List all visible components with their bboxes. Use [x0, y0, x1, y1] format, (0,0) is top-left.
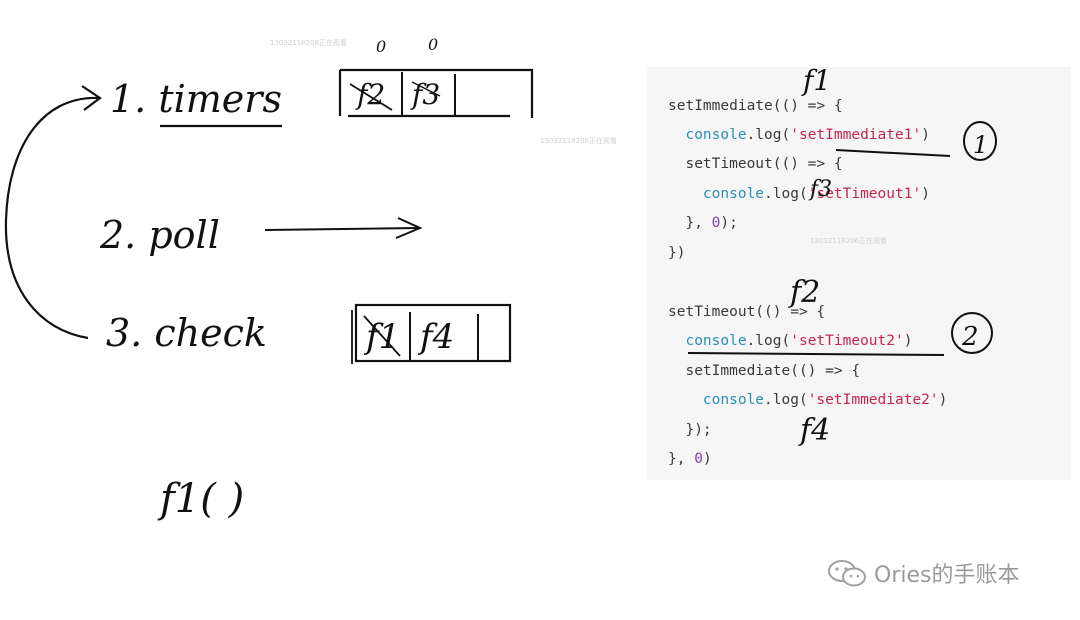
- code-token: console: [685, 333, 747, 349]
- annotation-f4: f4: [798, 413, 830, 448]
- strike-f2: [349, 83, 393, 111]
- timers-mark: 0: [428, 35, 438, 54]
- code-token: 'setImmediate2': [807, 392, 939, 408]
- phase-timers-label: 1. timers: [110, 77, 282, 121]
- code-token: ): [702, 451, 712, 467]
- check-queue-item: f4: [417, 317, 454, 357]
- code-token: 'setTimeout2': [790, 333, 904, 349]
- annotation-f2: f2: [788, 275, 820, 310]
- code-line: console.log('setImmediate2'): [668, 391, 947, 409]
- code-line: setTimeout(() => {: [668, 303, 825, 321]
- code-line: console.log('setImmediate1'): [668, 126, 930, 144]
- code-token: console: [685, 127, 747, 143]
- code-token: .log(: [746, 333, 791, 349]
- code-token: },: [685, 215, 712, 231]
- code-token: console: [702, 392, 765, 408]
- svg-text:2: 2: [961, 322, 979, 352]
- code-token: });: [685, 422, 712, 438]
- code-panel: [647, 67, 1071, 480]
- code-line: setImmediate(() => {: [668, 97, 843, 115]
- check-queue: f1 f4: [351, 303, 512, 364]
- code-token: );: [720, 215, 738, 231]
- code-token: ): [921, 127, 930, 143]
- code-token: .log(: [746, 127, 791, 143]
- code-token: 0: [711, 215, 721, 231]
- code-line: });: [668, 421, 712, 439]
- code-token: ): [921, 186, 930, 202]
- poll-arrowhead: [395, 217, 423, 239]
- code-token: },: [668, 451, 695, 467]
- code-line: }, 0): [668, 450, 712, 468]
- call-label: f1( ): [157, 476, 244, 522]
- code-line: setImmediate(() => {: [668, 362, 860, 380]
- timers-queue: f2 f3 0 0: [338, 35, 534, 118]
- code-line: console.log('setTimeout2'): [668, 332, 912, 350]
- code-token: 'setImmediate1': [790, 127, 922, 143]
- brand: Ories的手账本: [826, 557, 1019, 589]
- code-token: ): [938, 392, 948, 408]
- circled-1: 1: [963, 121, 997, 161]
- code-token: .log(: [764, 392, 808, 408]
- code-token: 'setTimeout1': [807, 186, 922, 202]
- underline-setImmediate1: [835, 149, 951, 157]
- wechat-icon: [828, 560, 866, 587]
- code-token: .log(: [764, 186, 808, 202]
- timers-queue-item: f2: [355, 78, 385, 111]
- loop-arrowhead: [81, 85, 102, 111]
- svg-text:1: 1: [973, 131, 988, 159]
- phase-poll-label: 2. poll: [99, 213, 220, 257]
- code-line: setTimeout(() => {: [668, 155, 843, 173]
- watermark: 13032118206正在观看: [810, 237, 887, 245]
- watermark: 13032118206正在观看: [540, 137, 617, 145]
- underline-setTimeout2: [687, 352, 945, 356]
- poll-arrow-line: [264, 227, 419, 231]
- annotation-f3: f3: [808, 177, 832, 202]
- circled-2: 2: [951, 312, 993, 354]
- phase-check-label: 3. check: [106, 311, 267, 355]
- timers-mark: 0: [376, 37, 386, 56]
- loop-arrow: [4, 96, 99, 340]
- watermark: 13032118206正在观看: [270, 39, 347, 47]
- code-token: console: [702, 186, 765, 202]
- code-token: setTimeout(() => {: [685, 156, 843, 172]
- code-token: 0: [694, 451, 703, 467]
- code-token: setImmediate(() => {: [668, 98, 843, 114]
- code-line: }): [668, 244, 685, 262]
- code-line: }, 0);: [668, 214, 738, 232]
- code-line: console.log('setTimeout1'): [668, 185, 930, 203]
- code-token: setImmediate(() => {: [685, 363, 861, 379]
- code-token: }): [668, 245, 686, 261]
- strike-f1: [363, 315, 401, 357]
- annotation-f1: f1: [801, 64, 831, 97]
- strike-f3: [411, 81, 441, 97]
- code-token: ): [903, 333, 913, 349]
- code-token: setTimeout(() => {: [668, 304, 826, 320]
- brand-text: Ories的手账本: [874, 563, 1020, 588]
